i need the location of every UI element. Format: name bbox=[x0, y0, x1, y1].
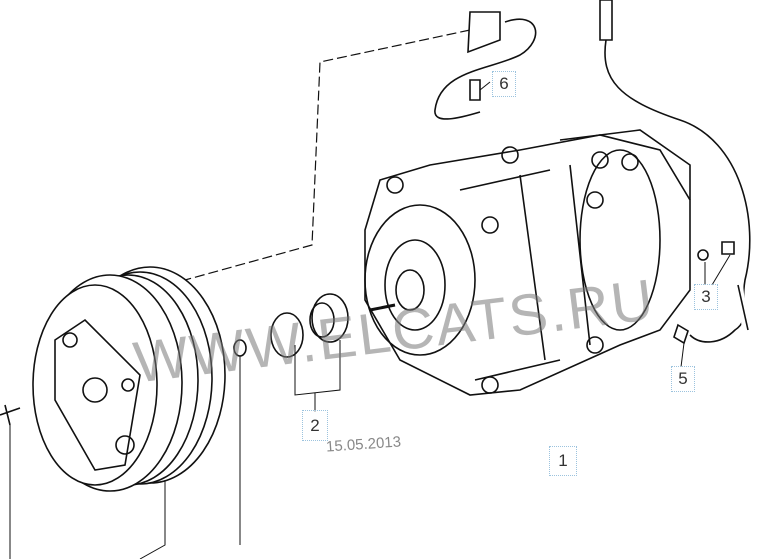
wire-harness bbox=[434, 0, 751, 343]
sensor-5 bbox=[673, 323, 689, 345]
bearing bbox=[311, 293, 349, 343]
bolt bbox=[0, 404, 21, 426]
callout-3[interactable]: 3 bbox=[694, 284, 718, 310]
dashed-leader bbox=[184, 29, 471, 281]
washer-3 bbox=[697, 249, 709, 261]
callout-6[interactable]: 6 bbox=[492, 71, 516, 97]
callout-5[interactable]: 5 bbox=[671, 366, 695, 392]
screw-3 bbox=[721, 241, 735, 255]
callout-1[interactable]: 1 bbox=[549, 446, 577, 476]
clutch-pulley bbox=[32, 266, 226, 492]
callout-2[interactable]: 2 bbox=[302, 410, 328, 441]
leader-lines bbox=[9, 81, 731, 559]
snap-ring bbox=[270, 312, 304, 358]
compressor-body bbox=[364, 129, 691, 396]
